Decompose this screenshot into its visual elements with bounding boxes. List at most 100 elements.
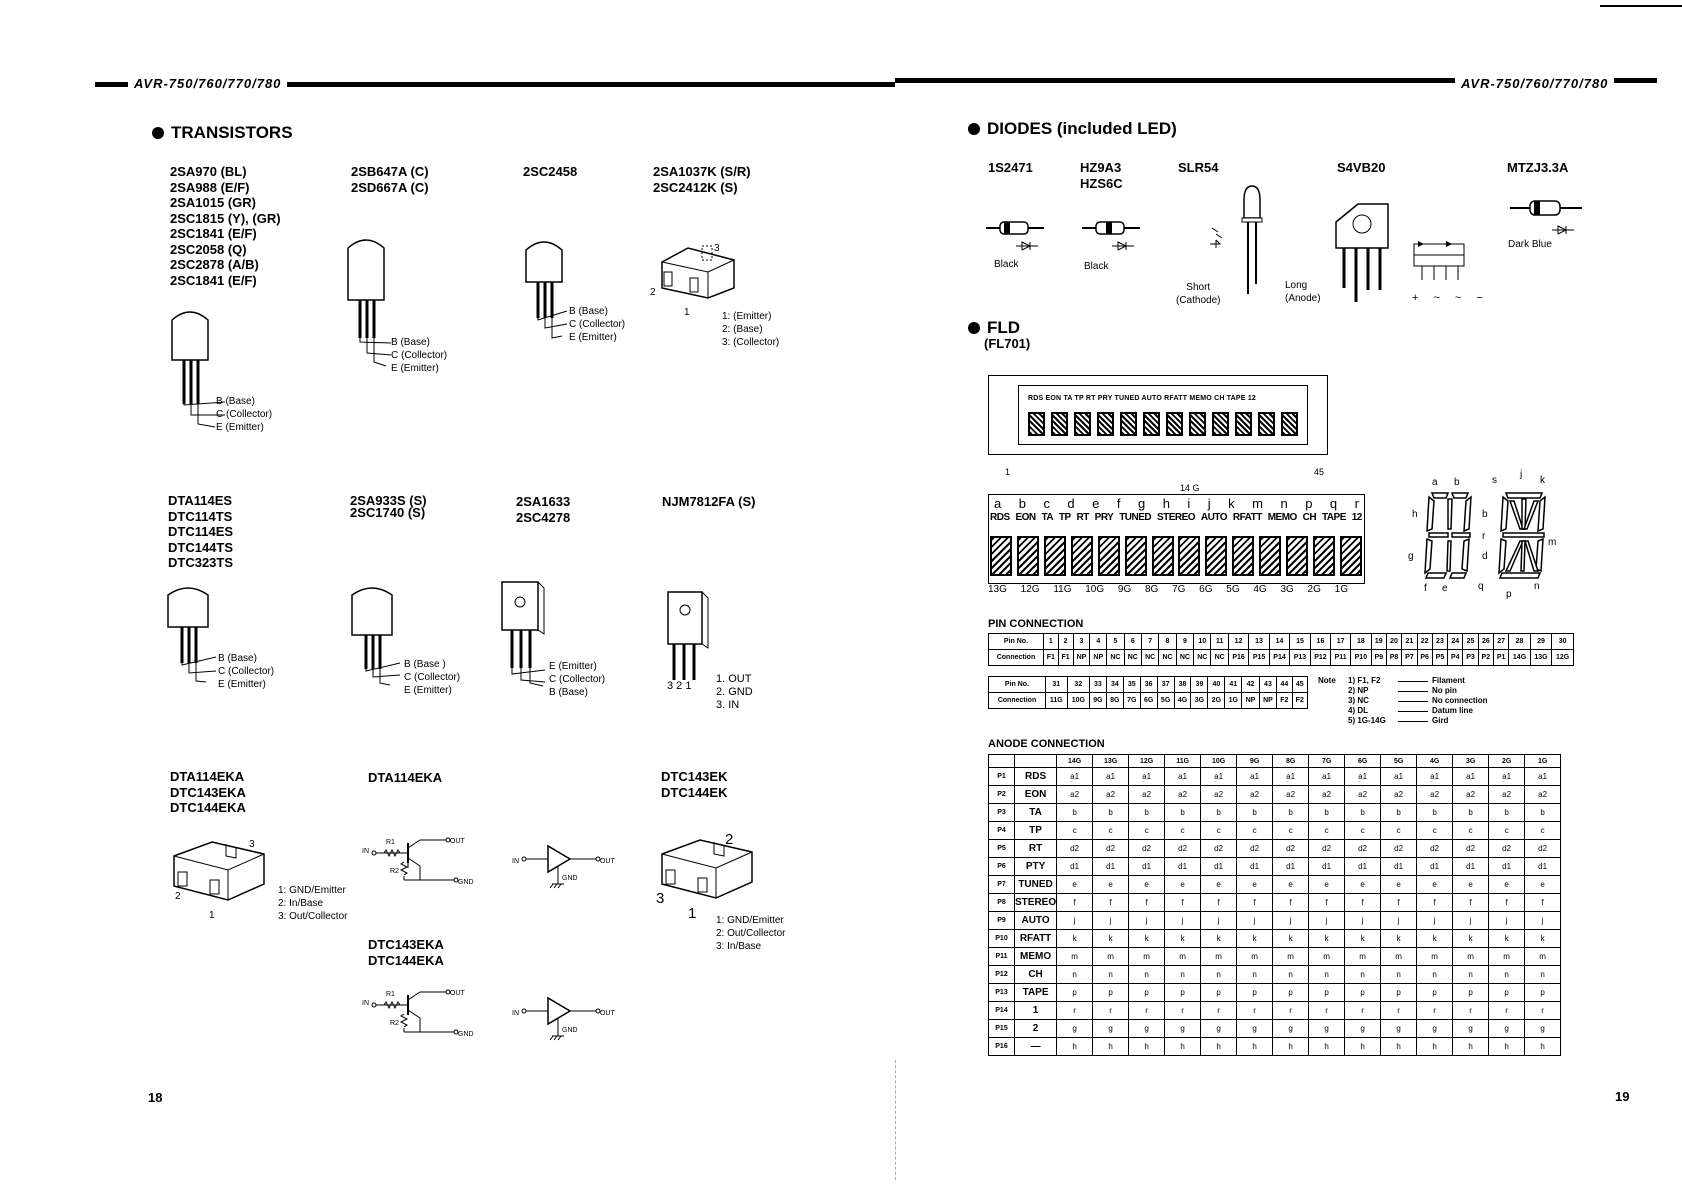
pin-cell: P16 (1227, 649, 1250, 666)
pin-cell: 40 (1207, 676, 1226, 693)
led-long-label: Long(Anode) (1285, 280, 1321, 304)
pin-cell: P3 (1462, 649, 1479, 666)
anode-cell: a2 (1236, 785, 1274, 804)
pin-cell: 2 (1057, 633, 1074, 650)
anode-cell: c (1092, 821, 1130, 840)
fld-tube-outline (988, 375, 1328, 455)
anode-cell: k (1380, 929, 1418, 948)
fld-segment-label: EON (1015, 512, 1036, 523)
anode-cell: a1 (1164, 767, 1202, 786)
anode-cell: d1 (1488, 857, 1526, 876)
pin-cell: 33 (1088, 676, 1107, 693)
fld-top-legend: RDS EON TA TP RT PRY TUNED AUTO RFATT ME… (1028, 395, 1257, 402)
pin-cell: 8G (1105, 692, 1124, 709)
seg-left-d: d (1482, 551, 1488, 562)
pin-cell: 18 (1350, 633, 1372, 650)
anode-cell: h (1344, 1037, 1382, 1056)
pin-cell: 37 (1156, 676, 1175, 693)
anode-cell: a1 (1416, 767, 1454, 786)
anode-cell: c (1452, 821, 1490, 840)
anode-cell: k (1488, 929, 1526, 948)
pin-cell: 15 (1289, 633, 1311, 650)
anode-cell: d2 (1200, 839, 1238, 858)
pin-cell: 12G (1551, 649, 1574, 666)
anode-cell: f (1452, 893, 1490, 912)
fld-letter: c (1043, 496, 1050, 511)
buffer2-out: OUT (600, 1010, 615, 1017)
fld-segment-label: CH (1302, 512, 1317, 523)
note-key: 4) DL (1348, 706, 1368, 715)
anode-cell: a2 (1344, 785, 1382, 804)
anode-name: MEMO (1013, 947, 1058, 966)
anode-cell: d2 (1272, 839, 1310, 858)
fld-tube-digit (1028, 412, 1045, 436)
anode-cell: d2 (1488, 839, 1526, 858)
fld-segment-label: TA (1041, 512, 1054, 523)
anode-cell: m (1092, 947, 1130, 966)
pin-cell: 32 (1066, 676, 1090, 693)
anode-cell: f (1524, 893, 1562, 912)
anode-cell: f (1380, 893, 1418, 912)
anode-cell: j (1236, 911, 1274, 930)
anode-cell: j (1200, 911, 1238, 930)
seg-left-b: b (1454, 477, 1460, 488)
fld-segment-label: TP (1058, 512, 1071, 523)
pin-cell: 31 (1044, 676, 1068, 693)
circuit1-r2: R2 (390, 868, 399, 875)
anode-cell: f (1416, 893, 1454, 912)
note-value: Filament (1432, 676, 1465, 685)
note-dash (1398, 681, 1428, 686)
pin-cell: 2G (1207, 692, 1226, 709)
pin-cell: NP (1241, 692, 1260, 709)
anode-cell: b (1344, 803, 1382, 822)
anode-cell: a1 (1128, 767, 1166, 786)
buffer2-gnd: GND (562, 1027, 578, 1034)
pin-cell: 13G (1529, 649, 1553, 666)
pin-cell: P4 (1447, 649, 1464, 666)
fld-letter: r (1354, 496, 1359, 511)
fld-pin-first: 1 (1005, 467, 1011, 477)
anode-grid-header: 7G (1308, 754, 1346, 768)
fld-letter: a (994, 496, 1002, 511)
anode-cell: n (1200, 965, 1238, 984)
anode-cell: e (1380, 875, 1418, 894)
fld-segment-label: STEREO (1156, 512, 1196, 523)
anode-cell: d2 (1452, 839, 1490, 858)
buffer2-in: IN (512, 1010, 519, 1017)
anode-name: AUTO (1013, 911, 1058, 930)
pin-cell: P11 (1330, 649, 1352, 666)
transistor-list-4: 2SA1037K (S/R)2SC2412K (S) (653, 164, 751, 195)
anode-cell: e (1272, 875, 1310, 894)
anode-name: RT (1013, 839, 1058, 858)
to126-package-icon (501, 581, 546, 687)
anode-cell: d1 (1272, 857, 1310, 876)
fld-letter: k (1228, 496, 1235, 511)
to92-flat-package-icon (167, 587, 217, 683)
anode-cell: e (1452, 875, 1490, 894)
circuit1-r1: R1 (386, 839, 395, 846)
anode-cell: d2 (1380, 839, 1418, 858)
anode-cell: c (1236, 821, 1274, 840)
buffer1-gnd: GND (562, 875, 578, 882)
anode-cell: g (1128, 1019, 1166, 1038)
anode-cell: a2 (1488, 785, 1526, 804)
anode-cell: a1 (1272, 767, 1310, 786)
diode-axial-icon-1 (986, 221, 1044, 251)
fld-letter: n (1280, 496, 1288, 511)
anode-cell: c (1308, 821, 1346, 840)
anode-cell: e (1344, 875, 1382, 894)
fld-tube-digits (1028, 412, 1298, 436)
pin-cell: NC (1210, 649, 1229, 666)
anode-cell: p (1308, 983, 1346, 1002)
anode-cell: p (1380, 983, 1418, 1002)
anode-pin: P2 (988, 785, 1015, 804)
diode3-dark-blue-label: Dark Blue (1508, 239, 1552, 250)
fld-segment-label: 12 (1351, 512, 1363, 523)
pin-cell: 4G (1173, 692, 1192, 709)
